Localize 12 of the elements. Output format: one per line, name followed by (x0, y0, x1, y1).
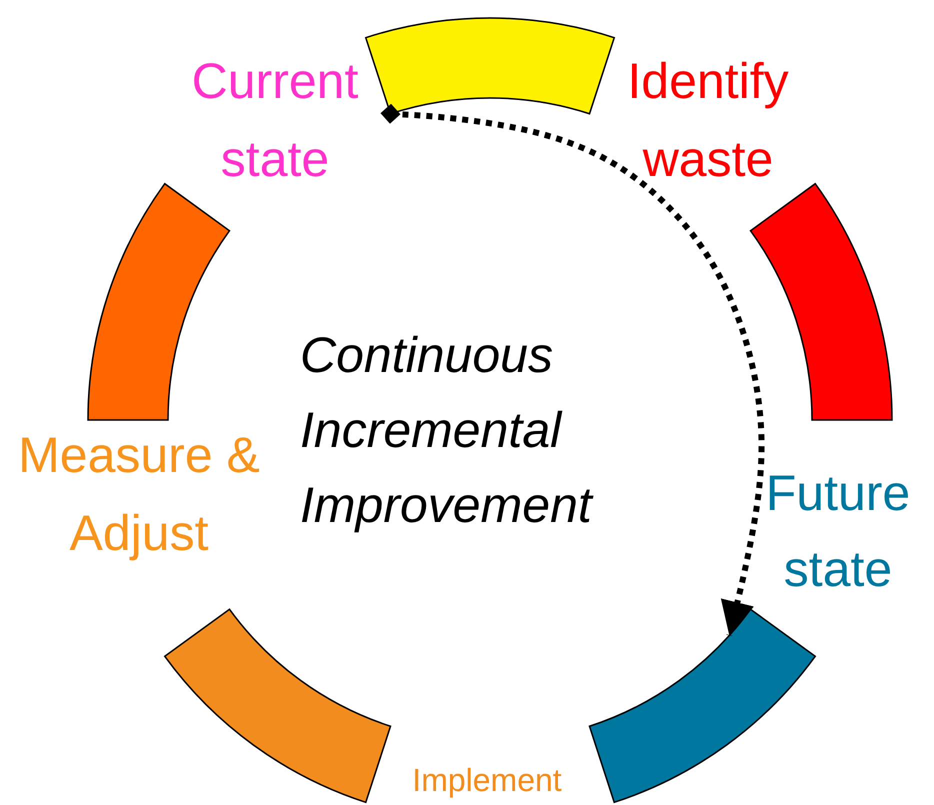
implement-segment (164, 608, 392, 804)
measure-adjust-segment (87, 182, 230, 421)
stage-label: Future state (764, 464, 912, 599)
future-state-segment (588, 608, 816, 804)
identify-waste-segment (750, 182, 893, 421)
stage-label: Measure & Adjust (17, 426, 261, 563)
stage-label: Current state (190, 52, 360, 189)
dotted-arrow (380, 104, 765, 636)
current-state-segment (365, 18, 615, 114)
stage-label: Identify waste (626, 52, 790, 189)
center-title: Continuous Incremental Improvement (300, 326, 594, 535)
stage-label: Implement (411, 761, 563, 800)
